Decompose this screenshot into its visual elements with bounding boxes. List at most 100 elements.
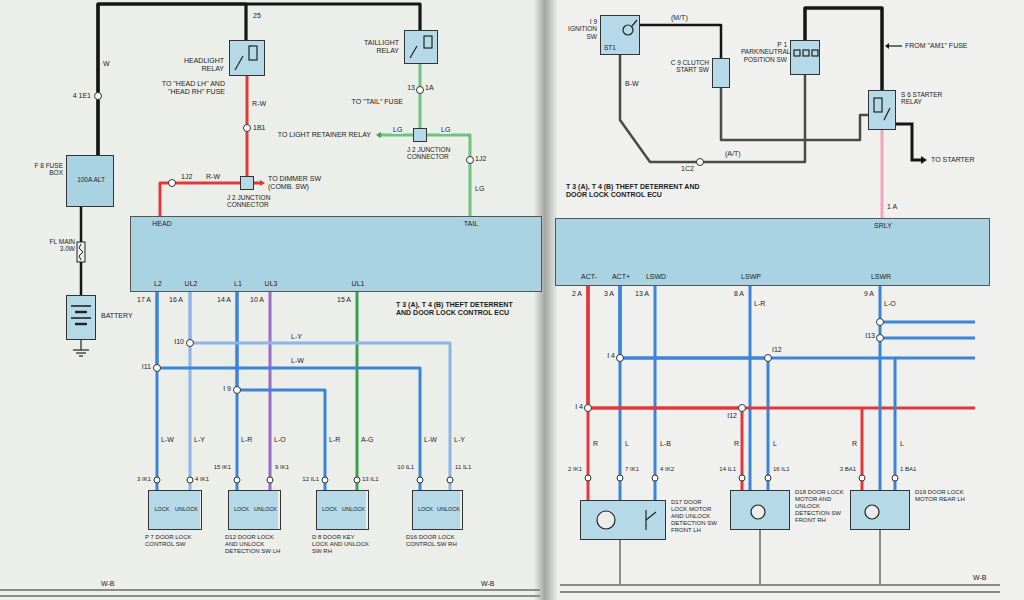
wire-label: TO "TAIL" FUSE <box>351 98 404 106</box>
wire-label: TO DIMMER SW (COMB. SW) <box>267 175 333 191</box>
connector-circle <box>467 157 474 164</box>
relay-contact <box>235 56 243 70</box>
wire-label: 1 A <box>886 203 898 211</box>
wire-label: R <box>851 440 858 448</box>
switch-name: C 9 CLUTCH START SW <box>669 59 709 74</box>
fusible-link <box>77 242 85 262</box>
wire <box>640 25 721 58</box>
connector-circle <box>169 180 176 187</box>
battery-plate <box>75 323 87 325</box>
wire-label: 13 <box>406 84 416 92</box>
switch-symbol <box>646 512 656 520</box>
ecu-band: HEADTAILL2UL2L1UL3UL1T 3 (A), T 4 (B) TH… <box>130 216 542 292</box>
ecu-band: SRLYACT-ACT+LSWDLSWPLSWRT 3 (A), T 4 (B)… <box>555 218 990 286</box>
connector-circle <box>877 319 884 326</box>
battery: BATTERY <box>66 295 96 340</box>
box-fill <box>229 40 265 76</box>
motor-symbol <box>597 511 615 529</box>
wire-label: TO STARTER <box>930 156 976 164</box>
connector-circle <box>892 475 898 481</box>
pin-name: ACT- <box>577 273 601 281</box>
pin-name: L1 <box>226 280 250 288</box>
ground-symbol <box>76 352 86 353</box>
switch-name: D 8 DOOR KEY LOCK AND UNLOCK SW RH <box>312 534 372 555</box>
relay-box: S 6 STARTER RELAY <box>868 90 896 130</box>
pin-name: LSWP <box>739 273 763 281</box>
connector-circle <box>267 477 273 483</box>
pin-name: L2 <box>146 280 170 288</box>
switch-box: LOCKUNLOCKD 8 DOOR KEY LOCK AND UNLOCK S… <box>316 490 369 530</box>
wire-label: 15 IK1 <box>213 464 232 471</box>
wire-label: 8 A <box>733 290 745 298</box>
connector-circle <box>765 475 771 481</box>
ground-wire <box>0 589 540 591</box>
switch-position: LOCK <box>231 506 252 512</box>
wire <box>356 292 359 490</box>
battery-name: BATTERY <box>101 312 141 320</box>
switch-name: P 7 DOOR LOCK CONTROL SW <box>145 534 205 548</box>
wire-label: L-R <box>753 300 766 308</box>
wire-label: L <box>899 440 905 448</box>
relay-coil <box>874 98 882 112</box>
switch-position: UNLOCK <box>341 506 366 512</box>
box-fill <box>790 40 820 75</box>
wire <box>654 286 657 500</box>
connector-name: J 2 JUNCTION CONNECTOR <box>407 146 463 161</box>
wire-label: 3 IK1 <box>136 476 152 483</box>
wire-label: 10 A <box>249 296 265 304</box>
switch-position: LOCK <box>151 506 173 512</box>
wire-label: L-O <box>883 300 897 308</box>
wire-label: 1 BA1 <box>899 466 917 473</box>
wire <box>237 292 325 490</box>
left-page <box>0 0 546 600</box>
pin-name: HEAD <box>149 220 175 228</box>
connector-circle <box>187 477 193 483</box>
battery-plate <box>75 311 87 313</box>
wire-label: I13 <box>864 332 876 340</box>
switch-name: P 1 PARK/NEUTRAL POSITION SW <box>741 41 787 63</box>
relay-contact <box>410 46 417 58</box>
wire-label: FROM "AM1" FUSE <box>904 42 969 50</box>
wire <box>190 292 450 490</box>
wire-label: B-W <box>624 80 640 88</box>
connector-circle <box>859 475 865 481</box>
ground-wire <box>879 530 881 585</box>
wire-label: W-B <box>972 574 987 582</box>
wire-label: L <box>772 440 778 448</box>
ecu-title: T 3 (A), T 4 (B) THEFT DETERRENT AND DOO… <box>566 183 716 199</box>
connector-circle <box>652 475 658 481</box>
ground-symbol <box>73 349 89 350</box>
pin-name: UL1 <box>346 280 370 288</box>
wire-label: A-G <box>360 436 374 444</box>
static-wires <box>0 46 1000 596</box>
wire-label: 16 IL1 <box>772 466 791 473</box>
box-fill <box>580 500 666 540</box>
motor-box: D19 DOOR LOCK MOTOR REAR LH <box>850 490 910 530</box>
connector-circle <box>234 477 240 483</box>
wire-label: I12 <box>771 346 783 354</box>
wire-label: R-W <box>251 100 267 108</box>
switch-name: D16 DOOR LOCK CONTROL SW RH <box>406 534 466 548</box>
wire <box>881 130 884 218</box>
wire-label: 1A <box>424 84 435 92</box>
fuse-box-name: F 8 FUSE BOX <box>27 162 63 177</box>
wire-label: TO LIGHT RETAINER RELAY <box>277 131 372 139</box>
motor-name: D17 DOOR LOCK MOTOR AND UNLOCK DETECTION… <box>671 499 717 533</box>
wire-label: FL MAIN 3.0W <box>40 238 76 253</box>
pin-name: TAIL <box>459 220 483 228</box>
box-fill <box>712 58 730 88</box>
wire-label: 1C2 <box>680 165 695 173</box>
ground-wire <box>0 595 540 597</box>
arrowhead <box>921 156 927 164</box>
wire-label: TO "HEAD LH" AND "HEAD RH" FUSE <box>146 80 226 96</box>
wire-label: I12 <box>726 412 738 420</box>
wire-label: LG <box>440 126 451 134</box>
switch-box: LOCKUNLOCKD12 DOOR LOCK AND UNLOCK DETEC… <box>228 490 281 530</box>
wire <box>620 286 768 490</box>
wire-label: L-R <box>328 436 341 444</box>
box-fill <box>316 490 366 530</box>
fusible-link <box>79 244 83 260</box>
switch-box: LOCKUNLOCKP 7 DOOR LOCK CONTROL SW <box>148 490 202 530</box>
switch-box: C 9 CLUTCH START SW <box>712 58 730 88</box>
